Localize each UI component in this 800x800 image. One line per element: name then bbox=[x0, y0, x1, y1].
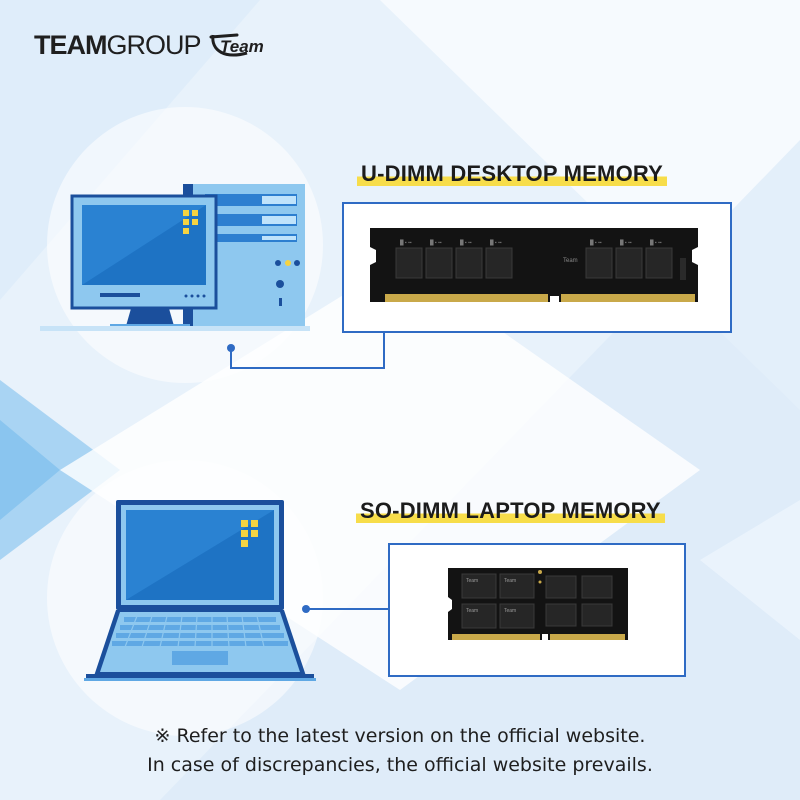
teamgroup-logo: TEAMGROUP Team bbox=[34, 29, 269, 61]
disclaimer-line-1: ※ Refer to the latest version on the off… bbox=[154, 725, 646, 747]
svg-text:█ ▪ ▪▪: █ ▪ ▪▪ bbox=[400, 239, 412, 246]
svg-text:Team: Team bbox=[504, 608, 516, 614]
svg-text:Team: Team bbox=[220, 37, 264, 56]
svg-text:█ ▪ ▪▪: █ ▪ ▪▪ bbox=[620, 239, 632, 246]
svg-text:█ ▪ ▪▪: █ ▪ ▪▪ bbox=[490, 239, 502, 246]
svg-text:Team: Team bbox=[466, 608, 478, 614]
sodimm-section-title: SO-DIMM LAPTOP MEMORY bbox=[356, 500, 665, 524]
brand-word-part2: GROUP bbox=[106, 29, 202, 60]
svg-text:█ ▪ ▪▪: █ ▪ ▪▪ bbox=[650, 239, 662, 246]
svg-text:█ ▪ ▪▪: █ ▪ ▪▪ bbox=[460, 239, 472, 246]
svg-text:█ ▪ ▪▪: █ ▪ ▪▪ bbox=[430, 239, 442, 246]
desktop-connector-line bbox=[227, 333, 385, 369]
team-logo-icon: Team bbox=[209, 33, 264, 57]
svg-text:█ ▪ ▪▪: █ ▪ ▪▪ bbox=[590, 239, 602, 246]
brand-wordmark: TEAMGROUP bbox=[34, 29, 202, 60]
udimm-section-title: U-DIMM DESKTOP MEMORY bbox=[357, 163, 668, 187]
desktop-computer-icon bbox=[40, 184, 310, 331]
sodimm-memory-module-icon: Team Team Team Team bbox=[448, 568, 628, 640]
udimm-memory-module-icon: █ ▪ ▪▪ █ ▪ ▪▪ █ ▪ ▪▪ █ ▪ ▪▪ █ ▪ ▪▪ █ ▪ ▪… bbox=[370, 228, 698, 302]
disclaimer-line-2: In case of discrepancies, the official w… bbox=[147, 754, 653, 776]
svg-text:Team: Team bbox=[563, 258, 578, 264]
laptop-connector-line bbox=[302, 605, 388, 613]
svg-text:Team: Team bbox=[466, 578, 478, 584]
laptop-icon bbox=[84, 500, 316, 681]
svg-text:Team: Team bbox=[504, 578, 516, 584]
brand-word-part1: TEAM bbox=[34, 29, 107, 60]
